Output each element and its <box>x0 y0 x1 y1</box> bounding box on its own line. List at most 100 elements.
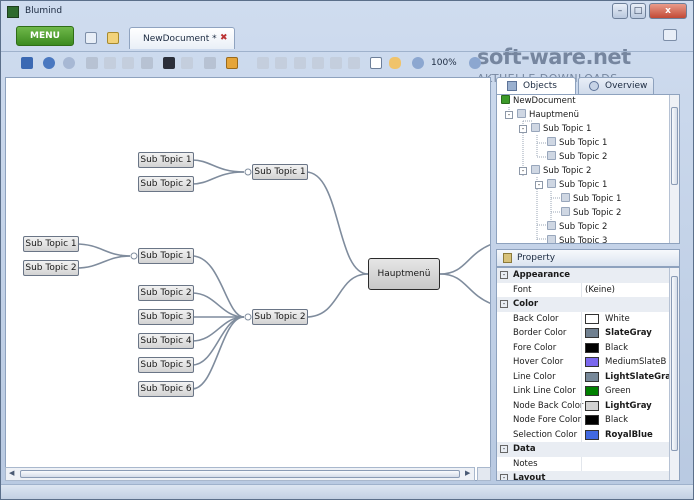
property-value[interactable]: Green <box>605 386 631 396</box>
collapse-handle[interactable] <box>244 168 252 176</box>
property-value[interactable]: LightSlateGray <box>605 371 677 382</box>
close-tab-icon[interactable]: ✖ <box>220 33 228 43</box>
zoom-level[interactable]: 100% <box>431 58 457 68</box>
topic-node[interactable]: Sub Topic 6 <box>138 381 194 397</box>
topic-node[interactable]: Sub Topic 2 <box>252 309 308 325</box>
property-value[interactable]: Black <box>605 342 628 353</box>
select-cursor-icon[interactable] <box>370 57 382 69</box>
tree-item[interactable]: -Sub Topic 2 <box>519 165 591 178</box>
zoom-in-icon[interactable] <box>469 57 481 69</box>
topic-node[interactable]: Sub Topic 3 <box>138 309 194 325</box>
collapse-handle[interactable] <box>130 252 138 260</box>
collapse-icon[interactable]: - <box>535 181 543 189</box>
topic-node[interactable]: Sub Topic 5 <box>138 357 194 373</box>
format-painter-icon[interactable] <box>204 57 216 69</box>
delete-icon[interactable] <box>141 57 153 69</box>
color-swatch[interactable] <box>585 328 599 338</box>
collapse-icon[interactable]: - <box>505 111 513 119</box>
collapse-icon[interactable]: - <box>519 167 527 175</box>
property-value[interactable]: (Keine) <box>585 284 615 295</box>
horizontal-scrollbar[interactable]: ◀ ▶ <box>5 467 475 481</box>
tree-vertical-scrollbar[interactable] <box>669 95 679 243</box>
collapse-icon[interactable]: - <box>500 271 508 279</box>
image-icon[interactable] <box>312 57 324 69</box>
open-folder-icon[interactable] <box>107 32 119 44</box>
scroll-thumb[interactable] <box>671 276 678 451</box>
add-subtopic-icon[interactable] <box>275 57 287 69</box>
objects-tree[interactable]: NewDocument -Hauptmenü -Sub Topic 1 Sub … <box>496 94 680 244</box>
redo-icon[interactable] <box>63 57 75 69</box>
color-swatch[interactable] <box>585 386 599 396</box>
collapse-handle[interactable] <box>244 313 252 321</box>
undo-icon[interactable] <box>43 57 55 69</box>
property-row[interactable]: Font(Keine) <box>497 282 670 297</box>
scroll-left-icon[interactable]: ◀ <box>9 469 15 477</box>
property-category[interactable]: -Appearance <box>497 268 670 283</box>
tree-item[interactable]: Sub Topic 1 <box>547 137 607 150</box>
layout-toggle-icon[interactable] <box>663 29 677 41</box>
topic-node[interactable]: Sub Topic 1 <box>138 248 194 264</box>
topic-node[interactable]: Sub Topic 2 <box>138 285 194 301</box>
tree-item[interactable]: Sub Topic 2 <box>561 207 621 220</box>
scroll-thumb[interactable] <box>20 470 460 478</box>
collapse-icon[interactable]: - <box>500 445 508 453</box>
save-icon[interactable] <box>21 57 33 69</box>
property-value[interactable]: White <box>605 313 630 324</box>
label-icon[interactable] <box>348 57 360 69</box>
paste-icon[interactable] <box>122 57 134 69</box>
color-swatch[interactable] <box>585 415 599 425</box>
mindmap-canvas[interactable]: Hauptmenü Sub Topic 1 Sub Topic 1 Sub To… <box>5 77 491 481</box>
tree-item[interactable]: -Sub Topic 1 <box>535 179 607 192</box>
tab-overview[interactable]: Overview <box>578 77 654 95</box>
topic-node[interactable]: Sub Topic 1 <box>138 152 194 168</box>
property-category[interactable]: -Data <box>497 442 670 457</box>
scroll-thumb[interactable] <box>671 107 678 185</box>
topic-node[interactable]: Sub Topic 1 <box>252 164 308 180</box>
tab-objects[interactable]: Objects <box>496 77 576 95</box>
color-swatch[interactable] <box>585 400 599 411</box>
property-value[interactable]: Black <box>605 415 628 425</box>
find-binoculars-icon[interactable] <box>163 57 175 69</box>
property-category[interactable]: -Layout <box>497 471 670 480</box>
tree-item[interactable]: Sub Topic 3 <box>547 235 607 243</box>
scroll-right-icon[interactable]: ▶ <box>465 469 471 477</box>
property-value[interactable]: LightGray <box>605 400 652 411</box>
minimize-button[interactable]: – <box>612 3 628 19</box>
zoom-icon[interactable] <box>412 57 424 69</box>
maximize-button[interactable]: □ <box>630 3 646 19</box>
menu-button[interactable]: MENU <box>16 26 74 46</box>
color-swatch[interactable] <box>585 357 599 367</box>
property-category[interactable]: -Color <box>497 297 670 312</box>
cut-icon[interactable] <box>86 57 98 69</box>
copy-icon[interactable] <box>104 57 116 69</box>
color-swatch[interactable] <box>585 429 599 440</box>
root-node[interactable]: Hauptmenü <box>368 258 440 290</box>
color-swatch[interactable] <box>585 313 599 324</box>
color-swatch[interactable] <box>585 342 599 353</box>
tree-item[interactable]: -Sub Topic 1 <box>519 123 591 136</box>
tree-item[interactable]: Sub Topic 2 <box>547 151 607 164</box>
tree-item[interactable]: NewDocument <box>501 95 576 108</box>
property-value[interactable]: RoyalBlue <box>605 429 653 440</box>
new-document-icon[interactable] <box>85 32 97 44</box>
add-topic-icon[interactable] <box>257 57 269 69</box>
property-row[interactable]: Notes <box>497 456 670 471</box>
topic-node[interactable]: Sub Topic 1 <box>23 236 79 252</box>
property-value[interactable]: SlateGray <box>605 328 652 338</box>
topic-node[interactable]: Sub Topic 4 <box>138 333 194 349</box>
close-button[interactable]: x <box>649 3 687 19</box>
topic-node[interactable]: Sub Topic 2 <box>23 260 79 276</box>
hand-pan-icon[interactable] <box>389 57 401 69</box>
note-icon[interactable] <box>330 57 342 69</box>
tab-new-document[interactable]: NewDocument * ✖ <box>129 27 235 49</box>
layout-chart-icon[interactable] <box>226 57 238 69</box>
property-value[interactable]: MediumSlateB <box>605 357 667 367</box>
